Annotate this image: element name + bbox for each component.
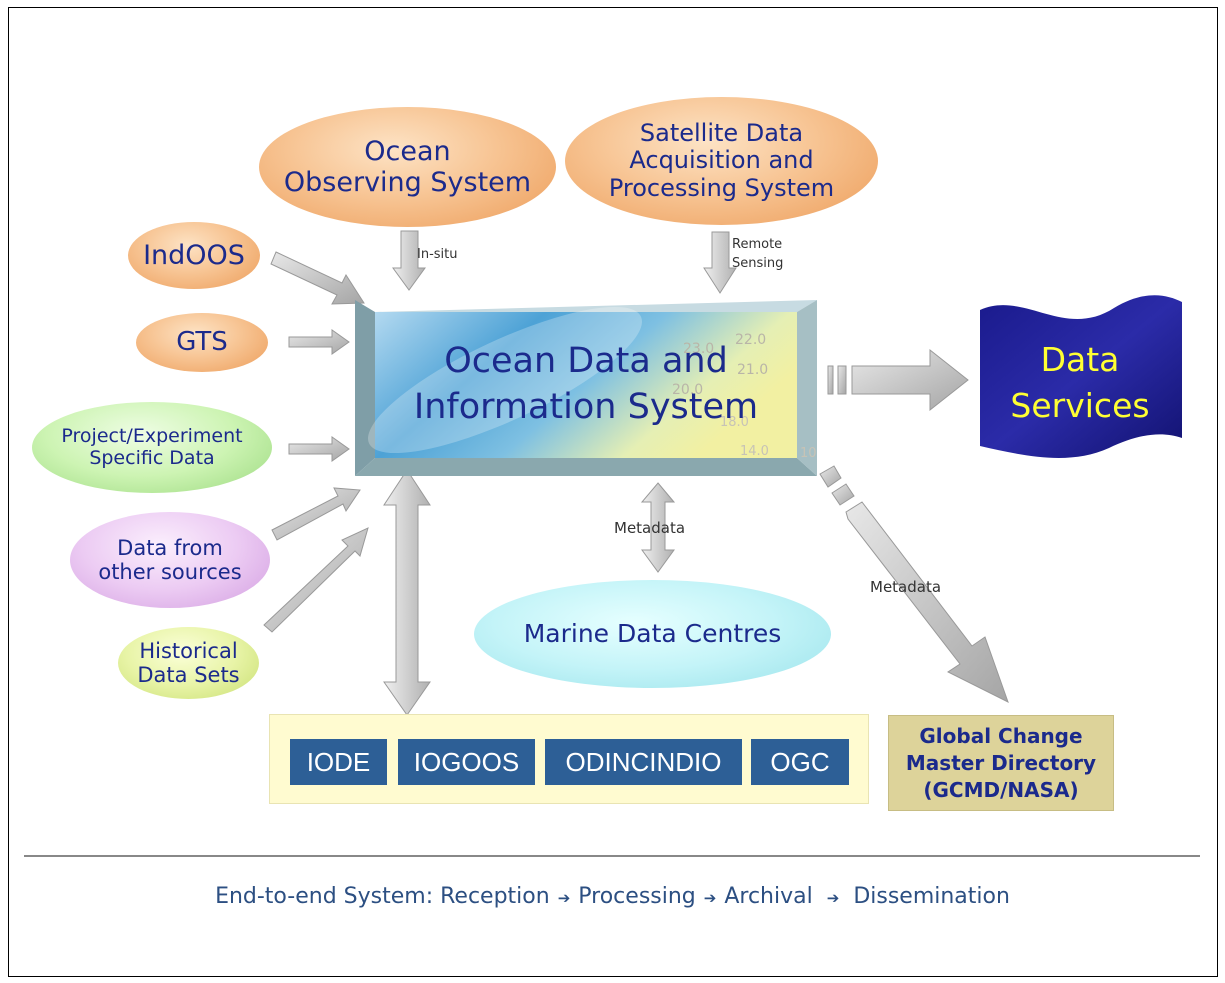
gts-node: GTS [136, 313, 268, 372]
diagram-frame [8, 7, 1218, 977]
insitu-label: In-situ [417, 247, 458, 262]
metadata-center-label: Metadata [614, 519, 686, 537]
odis-bg-number-3: 21.0 [737, 362, 769, 378]
gts-label: GTS [176, 326, 228, 357]
historical-label: Historical Data Sets [137, 638, 240, 687]
data-services-label: Data Services [1010, 340, 1150, 426]
remote-sensing-label: Remote Sensing [732, 237, 784, 271]
footer-arrow-icon: ➔ [703, 889, 717, 907]
footer-step-archival: Archival [724, 884, 813, 909]
indoos-arrow [270, 251, 365, 305]
gts-arrow [288, 329, 350, 355]
orgs-double-arrow [383, 469, 431, 716]
project-experiment-label: Project/Experiment Specific Data [61, 424, 243, 469]
odis-bg-number-6: 14.0 [740, 444, 769, 459]
odis-title: Ocean Data and Information System [413, 341, 759, 428]
indoos-node: IndOOS [128, 222, 260, 289]
ocean-observing-system-node: Ocean Observing System [259, 107, 556, 227]
footer-step-dissemination: Dissemination [853, 884, 1010, 909]
project-experiment-node: Project/Experiment Specific Data [32, 402, 272, 493]
other-sources-node: Data from other sources [70, 512, 270, 608]
footer-prefix: End-to-end System: [215, 884, 441, 909]
satellite-data-node: Satellite Data Acquisition and Processin… [565, 97, 878, 225]
historical-node: Historical Data Sets [118, 627, 259, 699]
marine-data-centres-node: Marine Data Centres [474, 580, 831, 688]
project-arrow [288, 436, 350, 462]
footer-step-processing: Processing [578, 884, 696, 909]
odis-bg-number-2: 22.0 [735, 332, 767, 348]
org-box-ogc: OGC [751, 739, 849, 785]
odis-bg-number-1: 23.0 [683, 341, 715, 357]
org-box-iogoos: IOGOOS [398, 739, 535, 785]
insitu-arrow [392, 230, 426, 291]
odis-bg-number-4: 20.0 [672, 382, 704, 398]
footer: End-to-end System: Reception ➔ Processing ➔… [0, 884, 1225, 909]
footer-step-reception: Reception [440, 884, 550, 909]
metadata-right-label: Metadata [870, 578, 942, 596]
org-box-iode: IODE [290, 739, 387, 785]
odis-bg-number-5: 18.0 [720, 415, 749, 430]
satellite-data-label: Satellite Data Acquisition and Processin… [608, 118, 835, 202]
marine-data-centres-label: Marine Data Centres [523, 618, 782, 648]
metadata-double-arrow [640, 482, 676, 573]
footer-arrow-icon: ➔ [826, 889, 840, 907]
data-services-arrow [827, 348, 969, 412]
gcmd-label: Global Change Master Directory (GCMD/NAS… [905, 723, 1097, 802]
historical-arrow [263, 527, 369, 633]
data-services-banner [980, 295, 1182, 458]
gcmd-box: Global Change Master Directory (GCMD/NAS… [888, 715, 1114, 811]
remote-sensing-arrow [703, 231, 737, 294]
footer-arrow-icon: ➔ [557, 889, 571, 907]
odis-box [355, 300, 817, 476]
org-box-odincindio: ODINCINDIO [545, 739, 742, 785]
other-sources-label: Data from other sources [98, 535, 242, 584]
indoos-label: IndOOS [143, 239, 245, 271]
other-sources-arrow [271, 487, 361, 541]
odis-bg-number-7: 10 [800, 446, 817, 461]
gcmd-metadata-arrow [819, 465, 1009, 704]
ocean-observing-system-label: Ocean Observing System [283, 135, 532, 198]
